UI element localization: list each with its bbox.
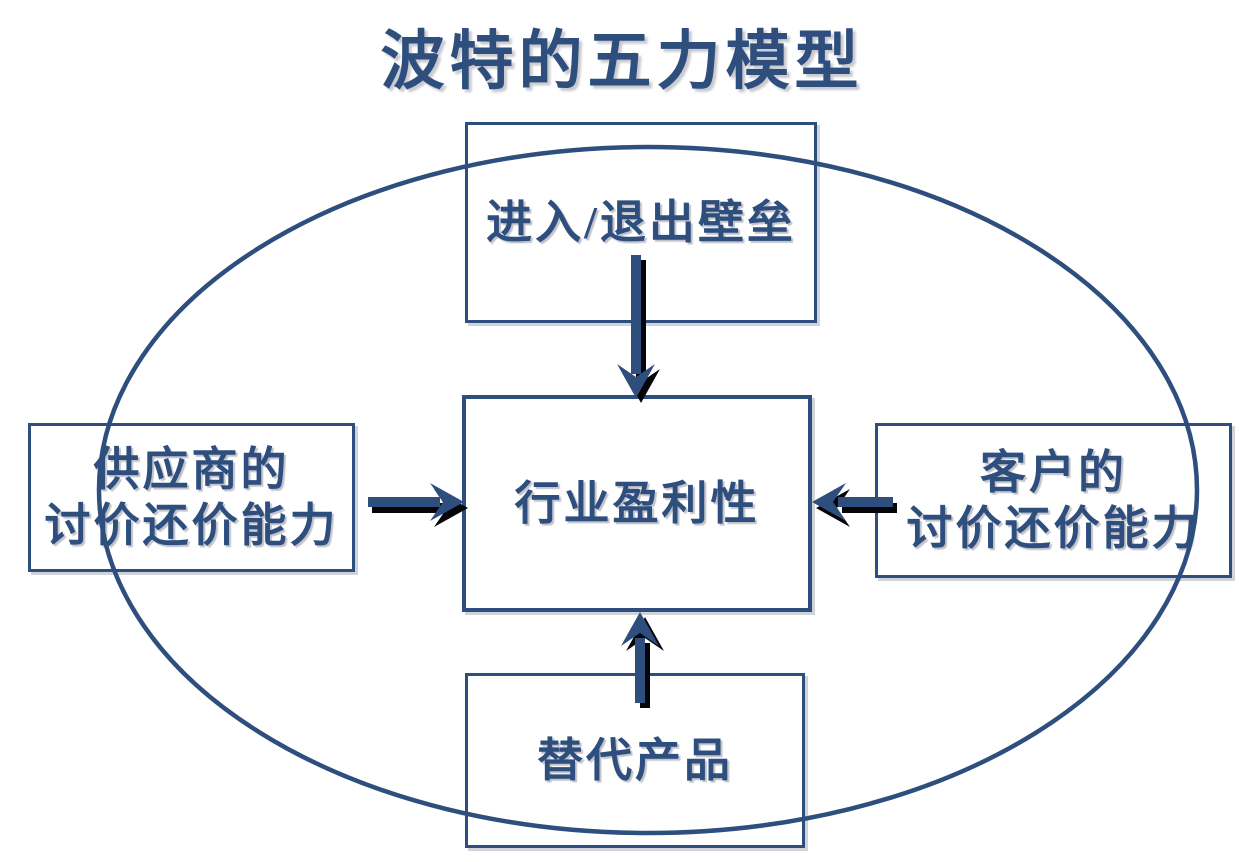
arrow-supplier-to-center	[368, 483, 468, 527]
node-entry-exit-barriers: 进入/退出壁垒	[465, 122, 817, 323]
node-supplier-label-line2: 讨价还价能力	[44, 499, 339, 551]
arrow-head	[812, 483, 846, 521]
arrow-shadow-head	[816, 489, 850, 527]
diagram-title: 波特的五力模型	[380, 26, 864, 97]
arrow-shadow-head	[626, 617, 664, 651]
node-supplier-label-line1: 供应商的	[93, 444, 290, 496]
arrow-head	[430, 483, 464, 521]
node-supplier-bargaining-power: 供应商的 讨价还价能力	[28, 423, 355, 572]
node-customer-label-line2: 讨价还价能力	[906, 502, 1201, 554]
node-substitute-products: 替代产品	[465, 673, 805, 848]
arrow-body	[368, 483, 464, 521]
node-industry-profitability-label: 行业盈利性	[514, 477, 760, 529]
node-industry-profitability: 行业盈利性	[462, 395, 812, 612]
node-substitute-products-label: 替代产品	[537, 734, 733, 786]
node-customer-bargaining-power: 客户的 讨价还价能力	[875, 423, 1232, 578]
node-customer-label-line1: 客户的	[980, 447, 1127, 499]
arrow-head	[617, 364, 655, 398]
arrow-head	[621, 612, 659, 646]
node-entry-exit-barriers-label: 进入/退出壁垒	[486, 196, 796, 248]
arrow-shadow	[372, 489, 468, 527]
